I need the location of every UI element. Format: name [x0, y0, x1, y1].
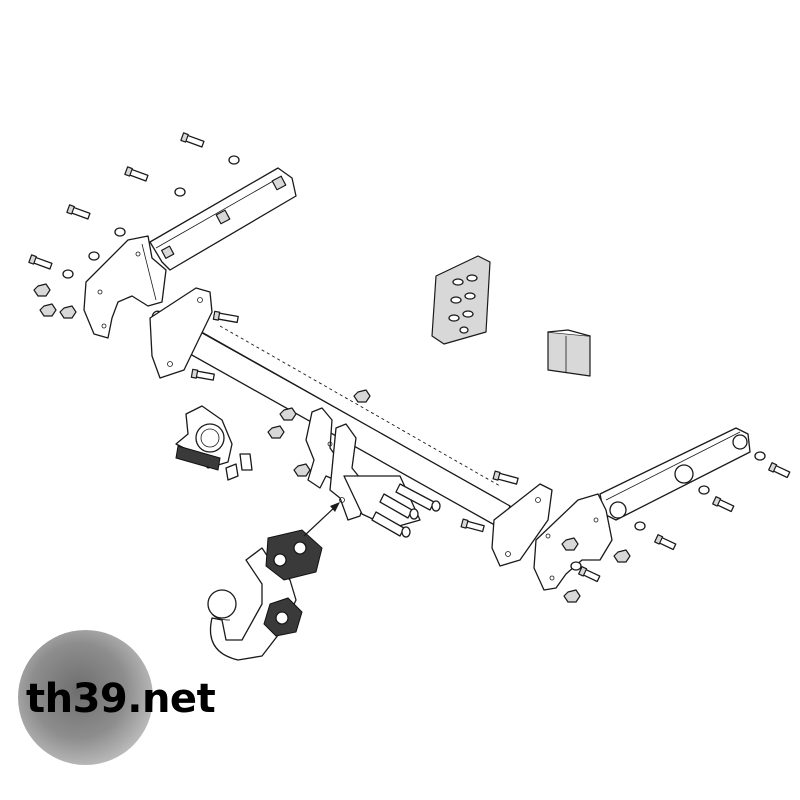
tow-ball-neck — [207, 529, 323, 661]
tube-left-endplate — [149, 287, 213, 379]
washers-left-group — [62, 155, 240, 279]
tube-right-endplate — [491, 483, 553, 567]
watermark-text: th39.net — [26, 676, 216, 722]
center-nut — [353, 389, 371, 403]
bolts-left-group — [28, 132, 239, 381]
instruction-booklet — [547, 329, 591, 377]
center-long-bolts — [371, 483, 441, 538]
fitting-arrow — [303, 502, 340, 537]
left-side-plate — [83, 235, 167, 339]
left-bracket-arm — [149, 167, 297, 271]
nuts-left-group — [33, 283, 311, 477]
washers-right-group — [570, 451, 766, 571]
bolts-right-group — [460, 462, 791, 583]
fixing-kit-card — [431, 255, 491, 345]
watermark-disc — [18, 630, 153, 765]
socket-plate — [175, 405, 253, 481]
nuts-right-group — [561, 537, 631, 603]
